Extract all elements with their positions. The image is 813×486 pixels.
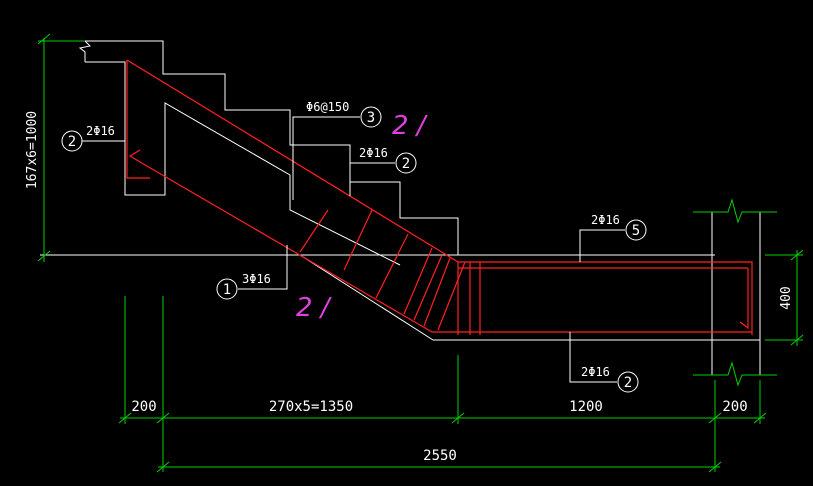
callout-mark-1: 1: [223, 282, 231, 298]
break-symbol-bottom-right: [693, 361, 777, 387]
rebar-bottom-slope: [128, 149, 752, 333]
dim-total-label: 2550: [423, 448, 457, 464]
dim-tick: [790, 249, 804, 261]
callout-spec-5: 2Φ16: [591, 213, 620, 227]
section-mark-upper: 2 /: [392, 111, 429, 141]
rebar-beam-hook: [739, 268, 749, 330]
stair-outline: [40, 40, 761, 375]
callout-circle-2-left: [61, 130, 83, 152]
dim-seg-landing-label: 1200: [569, 399, 603, 415]
callout-mark-3: 3: [367, 110, 375, 126]
dim-tick: [37, 250, 51, 262]
callout-mark-2-left: 2: [68, 134, 76, 150]
dim-tick: [37, 33, 51, 45]
dim-tick: [790, 334, 804, 346]
stirrup: [299, 209, 329, 253]
dim-tick: [708, 412, 722, 424]
stirrup: [437, 261, 466, 331]
callout-circle-1: [216, 278, 238, 300]
leader-line: [292, 116, 360, 200]
callout-circle-3: [360, 106, 382, 128]
leader-line: [238, 245, 288, 290]
dim-beam-label: 400: [779, 286, 794, 309]
callout-mark-2-mid: 2: [402, 156, 410, 172]
stirrup: [343, 209, 373, 271]
stirrup: [375, 233, 409, 299]
callout-circle-5: [625, 219, 647, 241]
break-symbol-top-left: [78, 40, 92, 62]
callout-mark-2-bottom: 2: [624, 375, 632, 391]
break-symbols: [693, 198, 777, 387]
rebar-top-slope: [126, 59, 753, 335]
rebar-layout: [126, 59, 753, 335]
dim-tick: [156, 461, 170, 473]
callout-circle-2-bottom: [617, 371, 639, 393]
dim-tick: [753, 412, 767, 424]
stirrup: [413, 254, 443, 321]
callout-circle-2-mid: [395, 152, 417, 174]
rebar-left-vertical: [126, 60, 150, 179]
stair-steps-profile: [85, 40, 715, 256]
callouts: 2 2Φ16 3 Φ6@150 2 2Φ16 5 2Φ16 1 3Φ16 2 2…: [61, 100, 647, 393]
section-mark-lower: 2 /: [296, 293, 333, 323]
callout-spec-3: Φ6@150: [306, 100, 349, 114]
leader-line: [349, 162, 395, 196]
leader-line: [579, 229, 625, 262]
break-symbol-top-right: [693, 198, 777, 224]
dim-height-label: 167x6=1000: [25, 111, 40, 189]
callout-mark-5: 5: [632, 223, 640, 239]
stirrup: [423, 257, 451, 327]
dim-seg-steps-label: 270x5=1350: [269, 399, 353, 415]
dim-tick: [708, 461, 722, 473]
dim-tick: [451, 412, 465, 424]
dim-tick: [156, 412, 170, 424]
leader-line: [569, 332, 617, 383]
stirrup: [403, 247, 433, 315]
dim-seg-left-label: 200: [131, 399, 156, 415]
callout-spec-2-bottom: 2Φ16: [581, 365, 610, 379]
stair-left-wall: [85, 61, 401, 266]
dimension-lines: 167x6=1000 400 200 270x5=1350 1200 200 2…: [25, 33, 804, 473]
callout-spec-2-mid: 2Φ16: [359, 146, 388, 160]
stair-soffit: [299, 254, 434, 341]
callout-spec-2-left: 2Φ16: [86, 124, 115, 138]
callout-spec-1: 3Φ16: [242, 272, 271, 286]
dim-tick: [118, 412, 132, 424]
dim-seg-right-label: 200: [722, 399, 747, 415]
